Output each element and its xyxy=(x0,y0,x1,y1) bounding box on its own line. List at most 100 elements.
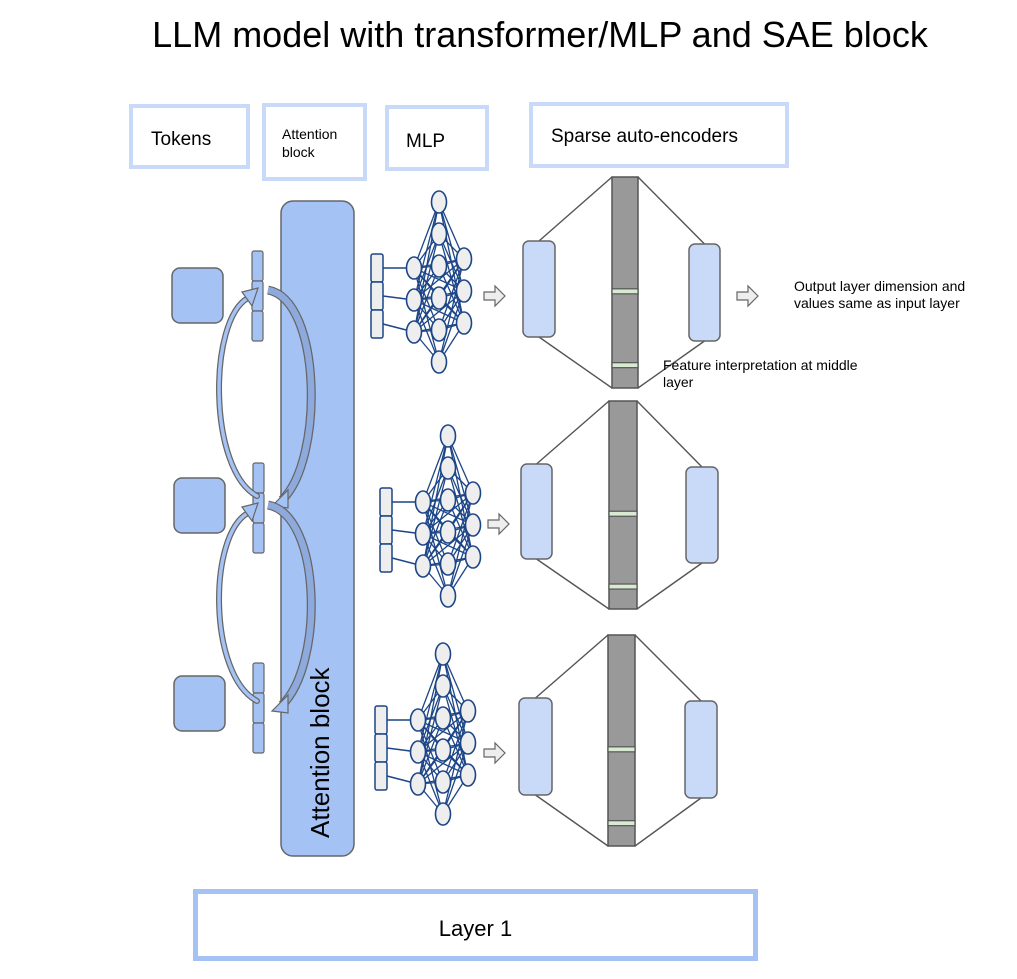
mlp-edge xyxy=(422,524,474,567)
sae-edge xyxy=(634,797,702,847)
mlp-edge xyxy=(442,742,469,815)
sae-hidden-layer xyxy=(608,400,638,610)
block-arrow-icon xyxy=(483,741,506,765)
sae-edge xyxy=(535,634,609,699)
sae-active-feature xyxy=(608,510,638,517)
header-tokens: Tokens xyxy=(129,104,250,169)
sae-input-layer xyxy=(522,240,556,338)
mlp-neuron xyxy=(455,247,473,271)
sae-input-layer xyxy=(518,697,553,796)
mlp-input-cell xyxy=(379,543,393,573)
layer-footer-label: Layer 1 xyxy=(438,916,513,941)
mlp-edge xyxy=(422,435,449,503)
mlp-neuron xyxy=(430,222,448,246)
header-mlp: MLP xyxy=(385,105,489,171)
header-tokens-label: Tokens xyxy=(151,129,212,150)
sae-edge xyxy=(536,400,610,465)
mlp-neuron xyxy=(434,770,452,794)
token-embedding-cell xyxy=(251,250,264,282)
mlp-neuron xyxy=(439,584,457,608)
token-embedding-cell xyxy=(252,462,265,494)
sae-edge xyxy=(536,558,610,610)
mlp-neuron xyxy=(430,190,448,214)
mlp-edge xyxy=(438,258,465,331)
mlp-input-cell xyxy=(379,515,393,545)
mlp-edge xyxy=(438,290,465,363)
mlp-edge xyxy=(417,653,444,721)
mlp-neuron xyxy=(405,288,423,312)
token-embedding-cell xyxy=(252,522,265,554)
token-box xyxy=(173,675,226,732)
sae-block xyxy=(520,400,719,610)
mlp-neuron xyxy=(434,738,452,762)
mlp-neuron xyxy=(464,513,482,537)
mlp-edge xyxy=(413,290,465,333)
sae-active-feature xyxy=(608,583,638,590)
sae-edge xyxy=(637,176,705,245)
mlp-neuron xyxy=(459,763,477,787)
attention-arrowhead-down xyxy=(270,693,289,714)
sae-active-feature xyxy=(611,288,639,295)
mlp-edge xyxy=(417,742,469,785)
header-attention-label-2: block xyxy=(282,144,315,160)
mlp-edge xyxy=(447,492,474,565)
sae-hidden-layer xyxy=(607,634,636,847)
mlp-input-cell xyxy=(379,487,393,517)
feature-annotation-line-1: Feature interpretation at middle xyxy=(663,357,858,373)
mlp-input-cell xyxy=(370,281,384,311)
feature-annotation: Feature interpretation at middle layer xyxy=(663,357,858,391)
mlp-neuron xyxy=(455,311,473,335)
sae-active-feature xyxy=(607,746,636,753)
attention-arrow-up xyxy=(217,511,259,703)
mlp-neuron xyxy=(459,699,477,723)
header-mlp-label: MLP xyxy=(406,131,446,152)
header-sae: Sparse auto-encoders xyxy=(529,102,789,168)
mlp-neuron xyxy=(430,254,448,278)
mlp-neuron xyxy=(434,706,452,730)
token-embedding-cell xyxy=(251,310,264,342)
attention-arrow-up-outline xyxy=(216,510,260,704)
sae-input-layer xyxy=(520,463,553,560)
sae-output-layer xyxy=(684,700,718,799)
mlp-edge xyxy=(447,492,474,597)
mlp-network xyxy=(379,424,482,608)
mlp-neuron xyxy=(439,456,457,480)
mlp-neuron xyxy=(409,740,427,764)
mlp-input-cell xyxy=(374,761,388,791)
sae-active-feature xyxy=(607,820,636,827)
header-sae-label: Sparse auto-encoders xyxy=(551,126,738,147)
mlp-edge xyxy=(442,710,469,815)
sae-output-layer xyxy=(688,243,721,342)
attention-arrow-up xyxy=(217,296,259,498)
mlp-edge xyxy=(438,258,465,363)
attention-arrowhead-up xyxy=(240,287,259,308)
attention-arrow-up-outline xyxy=(216,295,260,499)
mlp-input-cell xyxy=(370,309,384,339)
mlp-edge xyxy=(413,201,440,333)
mlp-input-cell xyxy=(374,705,388,735)
mlp-neuron xyxy=(464,481,482,505)
output-annotation: Output layer dimension and values same a… xyxy=(794,278,965,312)
header-attention: Attention block xyxy=(262,103,367,181)
mlp-edge xyxy=(422,467,449,567)
mlp-neuron xyxy=(414,522,432,546)
feature-annotation-line-2: layer xyxy=(663,374,694,390)
mlp-edge xyxy=(413,201,440,269)
mlp-neuron xyxy=(434,674,452,698)
diagram-title: LLM model with transformer/MLP and SAE b… xyxy=(152,14,928,55)
mlp-neuron xyxy=(409,772,427,796)
sae-edge xyxy=(637,340,705,389)
mlp-edge xyxy=(413,258,465,301)
block-arrow-icon xyxy=(736,284,759,308)
mlp-edge xyxy=(413,233,440,333)
mlp-edge xyxy=(417,685,444,785)
sae-edge xyxy=(636,400,703,468)
mlp-edge xyxy=(417,653,444,753)
attention-block xyxy=(280,200,355,857)
mlp-neuron xyxy=(405,320,423,344)
sae-active-feature xyxy=(611,362,639,369)
sae-edge xyxy=(538,336,613,389)
sae-edge xyxy=(636,562,703,610)
sae-hidden-layer xyxy=(611,176,639,389)
